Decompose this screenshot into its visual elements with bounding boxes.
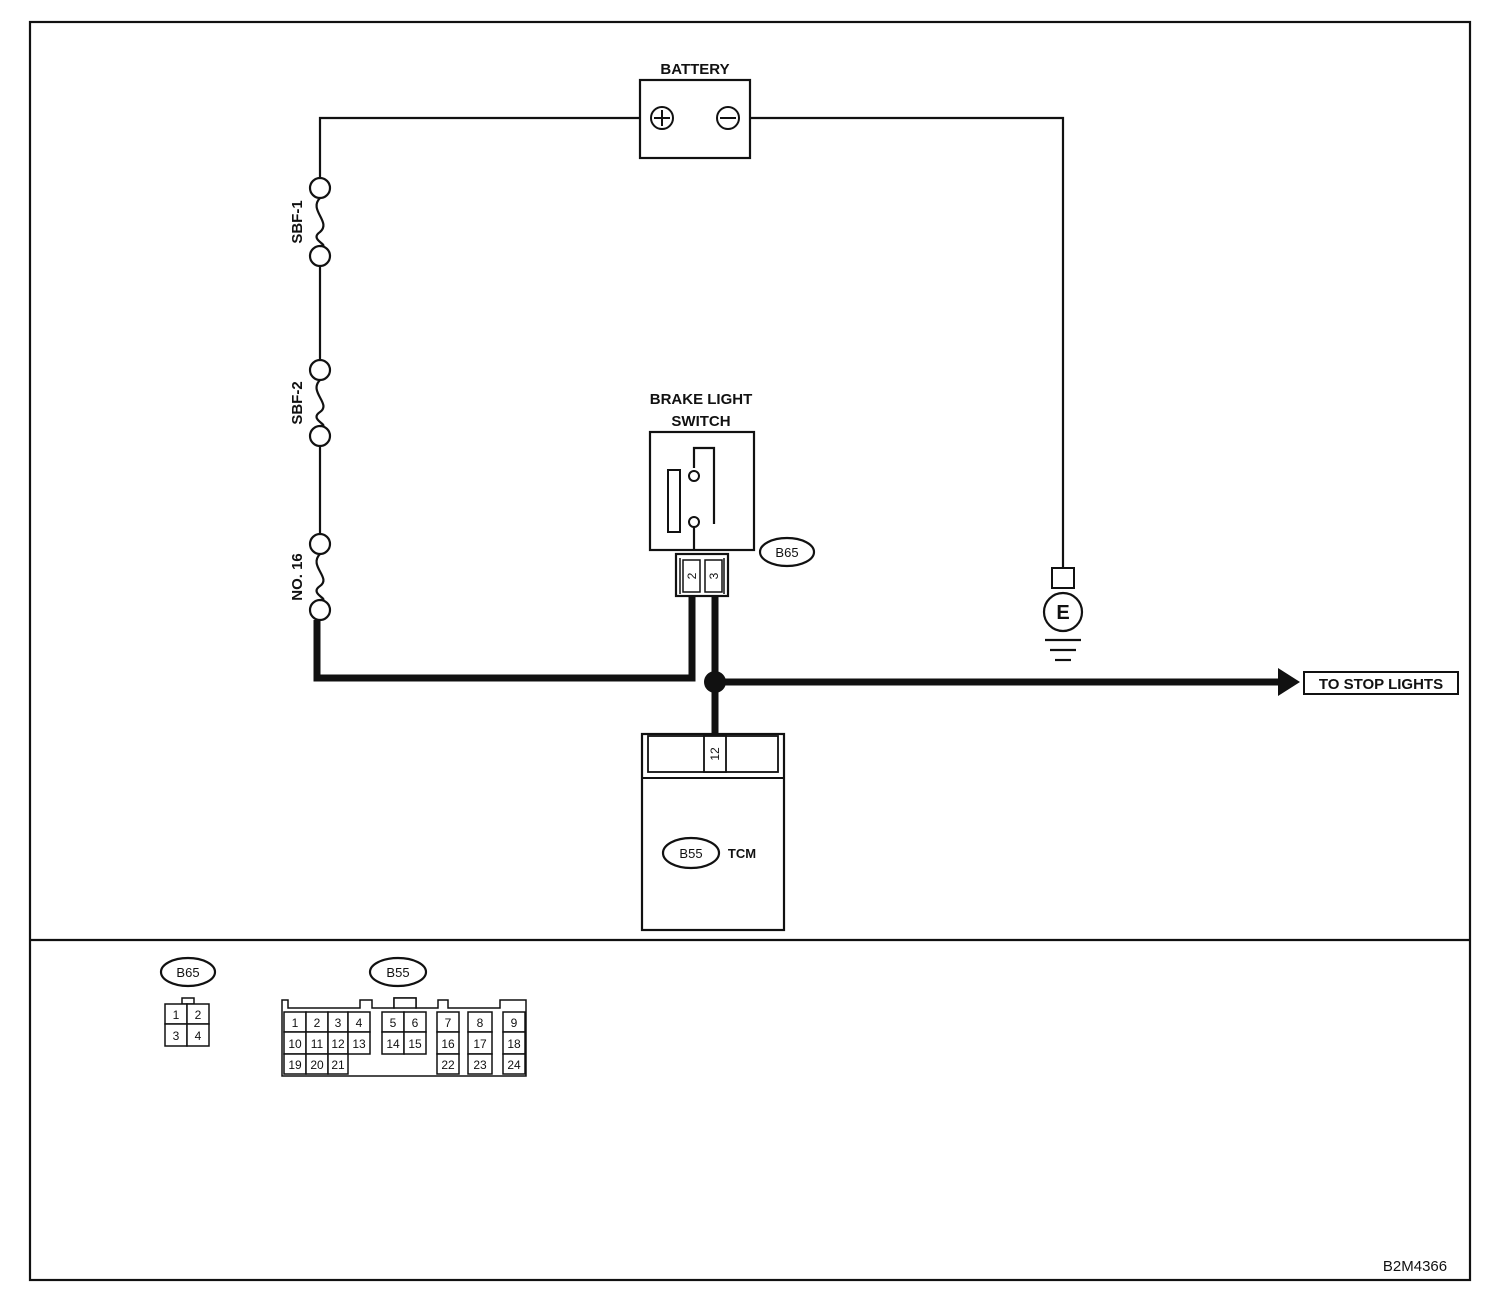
ground: E	[1042, 567, 1084, 662]
wire-battery-negative	[750, 116, 1065, 568]
fuse-sbf-2: SBF-2	[289, 358, 332, 448]
tcm-pin-12: 12	[708, 747, 722, 761]
b65-pin-1: 1	[173, 1008, 180, 1022]
connector-b55-name: B55	[386, 965, 409, 980]
b55-pin-9: 9	[511, 1016, 518, 1030]
switch-pin-3: 3	[707, 572, 721, 579]
connector-b55-face: B55 1 2 3 4 5 6 7	[281, 956, 527, 1077]
b55-pin-14: 14	[386, 1037, 400, 1051]
b55-pin-2: 2	[314, 1016, 321, 1030]
b55-pin-20: 20	[310, 1058, 324, 1072]
b55-pin-6: 6	[412, 1016, 419, 1030]
b55-pin-19: 19	[288, 1058, 302, 1072]
wire-junction	[704, 671, 726, 693]
b55-pin-1: 1	[292, 1016, 299, 1030]
tcm-connector-b55: B55	[679, 846, 702, 861]
ground-symbol-label: E	[1056, 602, 1069, 624]
stop-lights-label: TO STOP LIGHTS	[1319, 676, 1443, 693]
b55-pin-15: 15	[408, 1037, 422, 1051]
brake-light-switch: BRAKE LIGHT SWITCH 2 3 B65	[648, 391, 816, 598]
b55-pin-4: 4	[356, 1016, 363, 1030]
fuse-sbf-2-label: SBF-2	[289, 381, 306, 424]
arrow-to-stop-lights	[1278, 668, 1300, 696]
fuse-sbf-1: SBF-1	[289, 176, 332, 268]
battery: BATTERY	[638, 61, 752, 160]
b65-pin-3: 3	[173, 1029, 180, 1043]
stop-lights-tag: TO STOP LIGHTS	[1303, 671, 1459, 695]
b55-pin-3: 3	[335, 1016, 342, 1030]
b55-pin-21: 21	[331, 1058, 345, 1072]
b55-pin-5: 5	[390, 1016, 397, 1030]
b65-pin-2: 2	[195, 1008, 202, 1022]
tcm-label: TCM	[728, 846, 756, 861]
connector-b65-name: B65	[176, 965, 199, 980]
b65-pin-4: 4	[195, 1029, 202, 1043]
b55-pin-12: 12	[331, 1037, 345, 1051]
switch-label-line2: SWITCH	[671, 413, 730, 430]
fuse-sbf-1-label: SBF-1	[289, 200, 306, 243]
battery-label: BATTERY	[660, 61, 729, 78]
switch-connector-b65: B65	[775, 545, 798, 560]
b55-pin-13: 13	[352, 1037, 366, 1051]
wire-battery-positive	[318, 116, 640, 178]
b55-pin-17: 17	[473, 1037, 487, 1051]
tcm: 12 B55 TCM	[640, 732, 786, 932]
b55-pin-11: 11	[311, 1037, 324, 1051]
outer-frame	[28, 20, 1472, 1282]
b55-pin-23: 23	[473, 1058, 487, 1072]
figure-id: B2M4366	[1383, 1258, 1447, 1275]
connector-b65-face: B65 1 2 3 4	[159, 956, 217, 1047]
b55-pin-10: 10	[288, 1037, 302, 1051]
wire-fuse-to-switch-pin2	[313, 596, 696, 682]
switch-label-line1: BRAKE LIGHT	[650, 391, 753, 408]
b55-pin-24: 24	[507, 1058, 521, 1072]
fuse-no-16: NO. 16	[289, 532, 332, 622]
switch-pin-2: 2	[685, 572, 699, 579]
fuse-no-16-label: NO. 16	[289, 553, 306, 601]
b55-pin-18: 18	[507, 1037, 521, 1051]
b55-pin-7: 7	[445, 1016, 452, 1030]
b55-pin-8: 8	[477, 1016, 484, 1030]
b55-pin-16: 16	[441, 1037, 455, 1051]
b55-pin-22: 22	[441, 1058, 455, 1072]
